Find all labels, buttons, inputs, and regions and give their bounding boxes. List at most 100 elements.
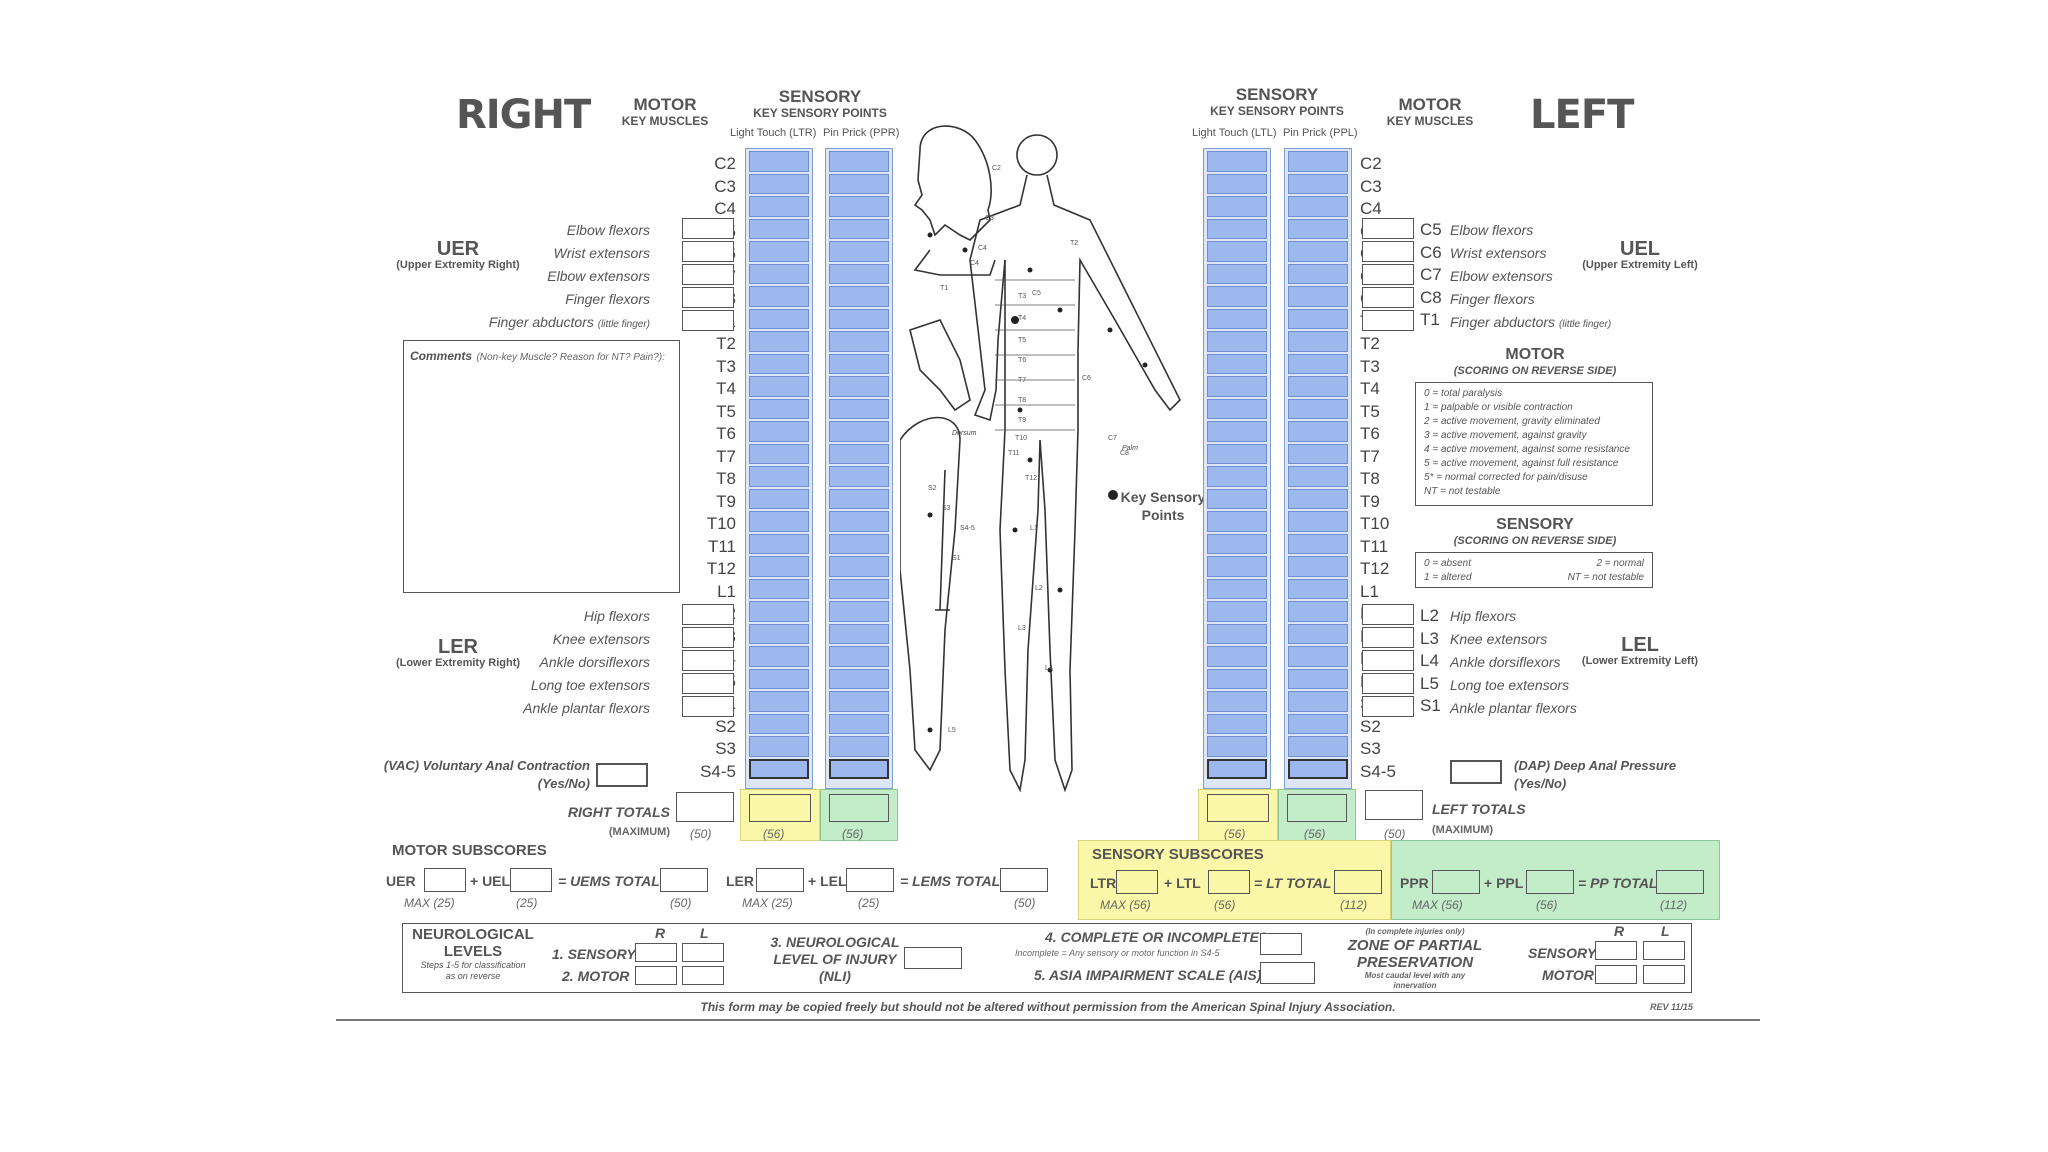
ppl-cell-c4[interactable]: [1288, 196, 1348, 217]
ss-ppl-box[interactable]: [1526, 870, 1574, 894]
ppl-cell-l4[interactable]: [1288, 646, 1348, 667]
left-motor-total-box[interactable]: [1365, 790, 1423, 820]
ppr-cell-s2[interactable]: [829, 713, 889, 734]
r-motor-t1[interactable]: [682, 310, 734, 331]
ltl-cell-t10[interactable]: [1207, 511, 1267, 532]
ltr-cell-c5[interactable]: [749, 218, 809, 239]
ppr-cell-l2[interactable]: [829, 601, 889, 622]
ppl-cell-t10[interactable]: [1288, 511, 1348, 532]
ppr-cell-l3[interactable]: [829, 623, 889, 644]
ltr-cell-c8[interactable]: [749, 286, 809, 307]
ppl-cell-t12[interactable]: [1288, 556, 1348, 577]
ppl-cell-c8[interactable]: [1288, 286, 1348, 307]
ltl-cell-l2[interactable]: [1207, 601, 1267, 622]
ppl-cell-t4[interactable]: [1288, 376, 1348, 397]
ltl-cell-t6[interactable]: [1207, 421, 1267, 442]
ss-ltr-box[interactable]: [1116, 870, 1158, 894]
ppr-cell-t5[interactable]: [829, 398, 889, 419]
ltr-cell-s1[interactable]: [749, 691, 809, 712]
ltl-cell-t1[interactable]: [1207, 308, 1267, 329]
r-motor-l2[interactable]: [682, 604, 734, 625]
ltl-cell-c2[interactable]: [1207, 151, 1267, 172]
ms-lel-box[interactable]: [846, 868, 894, 892]
ppl-cell-t11[interactable]: [1288, 533, 1348, 554]
ltr-cell-c2[interactable]: [749, 151, 809, 172]
ltr-cell-t1[interactable]: [749, 308, 809, 329]
ltr-cell-t9[interactable]: [749, 488, 809, 509]
ltl-cell-c8[interactable]: [1207, 286, 1267, 307]
ppr-cell-c7[interactable]: [829, 263, 889, 284]
ppr-cell-t10[interactable]: [829, 511, 889, 532]
ss-pp-total-box[interactable]: [1656, 870, 1704, 894]
ltl-cell-l5[interactable]: [1207, 668, 1267, 689]
r-motor-c6[interactable]: [682, 241, 734, 262]
ss-lt-total-box[interactable]: [1334, 870, 1382, 894]
ltr-cell-c6[interactable]: [749, 241, 809, 262]
ppl-cell-s1[interactable]: [1288, 691, 1348, 712]
ppl-total-box[interactable]: [1287, 794, 1347, 822]
ppl-cell-s2[interactable]: [1288, 713, 1348, 734]
zpp-motor-r-box[interactable]: [1595, 965, 1637, 984]
nli-box[interactable]: [904, 947, 962, 969]
ppl-cell-l5[interactable]: [1288, 668, 1348, 689]
r-motor-l4[interactable]: [682, 650, 734, 671]
ppr-cell-c2[interactable]: [829, 151, 889, 172]
ppl-cell-t5[interactable]: [1288, 398, 1348, 419]
ppr-cell-l4[interactable]: [829, 646, 889, 667]
ppr-cell-c4[interactable]: [829, 196, 889, 217]
ms-lems-box[interactable]: [1000, 868, 1048, 892]
ppl-cell-c3[interactable]: [1288, 173, 1348, 194]
ltr-cell-t3[interactable]: [749, 353, 809, 374]
ltr-cell-t8[interactable]: [749, 466, 809, 487]
ppr-cell-t2[interactable]: [829, 331, 889, 352]
ltl-cell-c5[interactable]: [1207, 218, 1267, 239]
ppr-cell-s4-5[interactable]: [829, 758, 889, 779]
comments-box[interactable]: Comments (Non-key Muscle? Reason for NT?…: [403, 340, 680, 593]
ppr-cell-s3[interactable]: [829, 736, 889, 757]
complete-box[interactable]: [1260, 933, 1302, 955]
ltr-cell-l4[interactable]: [749, 646, 809, 667]
ppr-cell-c5[interactable]: [829, 218, 889, 239]
ppr-cell-l5[interactable]: [829, 668, 889, 689]
zpp-motor-l-box[interactable]: [1643, 965, 1685, 984]
l-motor-c8[interactable]: [1362, 287, 1414, 308]
ltr-cell-c7[interactable]: [749, 263, 809, 284]
ltr-cell-t10[interactable]: [749, 511, 809, 532]
ltl-cell-t12[interactable]: [1207, 556, 1267, 577]
ltl-cell-t7[interactable]: [1207, 443, 1267, 464]
ltl-cell-s1[interactable]: [1207, 691, 1267, 712]
l-motor-t1[interactable]: [1362, 310, 1414, 331]
ppl-cell-l2[interactable]: [1288, 601, 1348, 622]
ltr-cell-t11[interactable]: [749, 533, 809, 554]
l-motor-l4[interactable]: [1362, 650, 1414, 671]
ltl-cell-l1[interactable]: [1207, 578, 1267, 599]
ltl-cell-l3[interactable]: [1207, 623, 1267, 644]
ppr-cell-l1[interactable]: [829, 578, 889, 599]
r-motor-l5[interactable]: [682, 673, 734, 694]
ltr-cell-t5[interactable]: [749, 398, 809, 419]
ppr-cell-t11[interactable]: [829, 533, 889, 554]
dap-box[interactable]: [1450, 760, 1502, 784]
ppl-cell-t6[interactable]: [1288, 421, 1348, 442]
ppr-cell-c8[interactable]: [829, 286, 889, 307]
ltr-cell-t4[interactable]: [749, 376, 809, 397]
l-motor-l5[interactable]: [1362, 673, 1414, 694]
neuro-motor-l-box[interactable]: [682, 966, 724, 985]
ss-ltl-box[interactable]: [1208, 870, 1250, 894]
ppr-total-box[interactable]: [829, 794, 889, 822]
right-motor-total-box[interactable]: [676, 792, 734, 822]
ltr-cell-t2[interactable]: [749, 331, 809, 352]
ppl-cell-s4-5[interactable]: [1288, 758, 1348, 779]
l-motor-l2[interactable]: [1362, 604, 1414, 625]
ppl-cell-c5[interactable]: [1288, 218, 1348, 239]
ms-uel-box[interactable]: [510, 868, 552, 892]
ppl-cell-c7[interactable]: [1288, 263, 1348, 284]
ppl-cell-l3[interactable]: [1288, 623, 1348, 644]
ltl-cell-s2[interactable]: [1207, 713, 1267, 734]
ppr-cell-t7[interactable]: [829, 443, 889, 464]
ltr-cell-l3[interactable]: [749, 623, 809, 644]
zpp-sensory-r-box[interactable]: [1595, 941, 1637, 960]
r-motor-l3[interactable]: [682, 627, 734, 648]
r-motor-c7[interactable]: [682, 264, 734, 285]
ltl-total-box[interactable]: [1207, 794, 1269, 822]
